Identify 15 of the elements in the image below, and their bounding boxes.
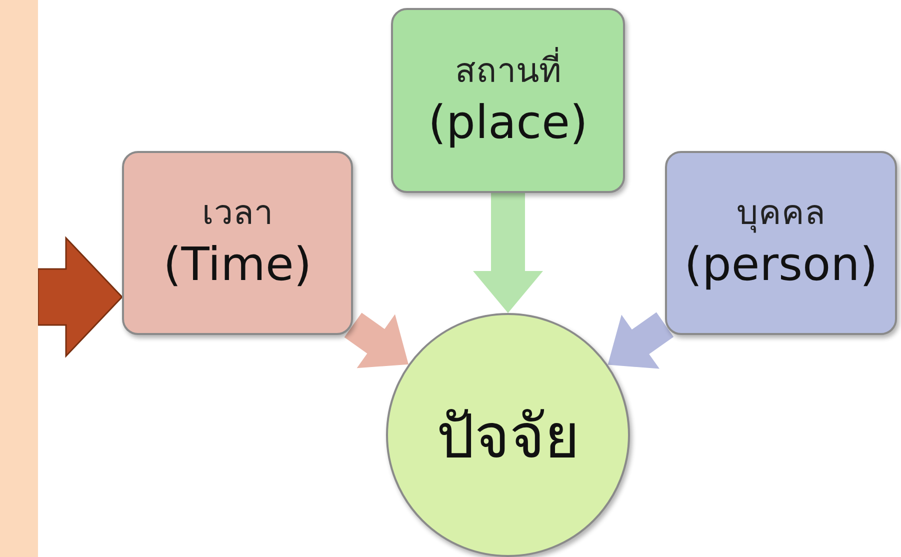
thai-label: บุคคล bbox=[736, 192, 826, 235]
block-arrow bbox=[608, 312, 674, 369]
block-arrow bbox=[344, 312, 408, 368]
thai-label: สถานที่ bbox=[455, 48, 561, 93]
node-label: ปัจจัย bbox=[436, 400, 580, 474]
thai-label: เวลา bbox=[202, 192, 273, 235]
time-box bbox=[122, 151, 353, 335]
node-label: (Time) bbox=[163, 236, 312, 294]
place-box bbox=[391, 8, 625, 193]
node-label: (place) bbox=[428, 94, 588, 151]
block-arrow bbox=[37, 236, 124, 358]
block-arrow bbox=[473, 193, 543, 313]
person-box bbox=[665, 151, 897, 335]
side-panel bbox=[0, 0, 38, 557]
node-label: (person) bbox=[684, 236, 878, 294]
